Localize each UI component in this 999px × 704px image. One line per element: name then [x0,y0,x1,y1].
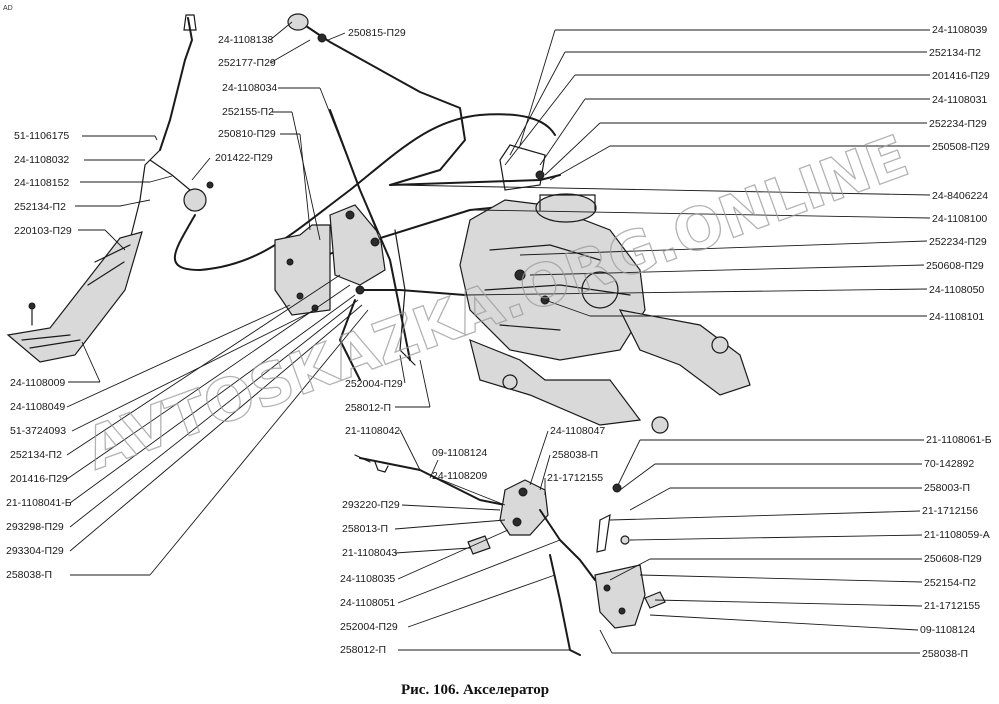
label-21-1108061-b: 21-1108061-Б [926,434,992,446]
label-24-1108100: 24-1108100 [932,213,987,225]
label-24-1108034: 24-1108034 [222,82,277,94]
label-250815-p29: 250815-П29 [348,27,406,39]
carburetor [459,144,751,434]
label-24-1108031: 24-1108031 [932,94,987,106]
label-70-142892: 70-142892 [924,458,974,470]
label-24-1108209: 24-1108209 [432,470,487,482]
label-21-1108043: 21-1108043 [342,547,397,559]
label-24-1108009: 24-1108009 [10,377,65,389]
label-24-1108101: 24-1108101 [929,311,984,323]
label-201416-p29-a: 201416-П29 [10,473,68,485]
label-293220-p29: 293220-П29 [342,499,400,511]
label-24-1108047: 24-1108047 [550,425,605,437]
watermark: AVTOSKAZKA.ORG.ONLINE [77,122,917,483]
corner-mark: AD [3,5,13,12]
label-252177-p29: 252177-П29 [218,57,276,69]
label-250810-p29: 250810-П29 [218,128,276,140]
label-252134-p2-b: 252134-П2 [10,449,62,461]
label-24-1108035: 24-1108035 [340,573,395,585]
label-51-1106175: 51-1106175 [14,130,69,142]
lower-linkage [354,454,666,656]
label-252154-p2: 252154-П2 [924,577,976,589]
label-258038-p-b: 258038-П [552,449,598,461]
leader-lines [66,21,931,654]
label-258013-p: 258013-П [342,523,388,535]
label-252134-p2-a: 252134-П2 [14,201,66,213]
label-293298-p29: 293298-П29 [6,521,64,533]
label-252155-p2: 252155-П2 [222,106,274,118]
pedal-assembly [6,14,214,363]
label-258038-p-a: 258038-П [6,569,52,581]
label-252234-p29-b: 252234-П29 [929,236,987,248]
label-09-1108124-b: 09-1108124 [920,624,975,636]
label-252234-p29-a: 252234-П29 [929,118,987,130]
label-24-1108152: 24-1108152 [14,177,69,189]
label-24-1108049: 24-1108049 [10,401,65,413]
label-24-1108032: 24-1108032 [14,154,69,166]
label-252004-p29-a: 252004-П29 [345,378,403,390]
label-258038-p-c: 258038-П [922,648,968,660]
label-24-1108138: 24-1108138 [218,34,273,46]
bracket-mechanism [274,204,416,366]
part-labels: 24-1108138 252177-П29 250815-П29 24-1108… [6,24,992,660]
label-24-1108051: 24-1108051 [340,597,395,609]
figure-caption: Рис. 106. Акселератор [401,682,549,698]
label-258012-p-b: 258012-П [340,644,386,656]
label-201416-p29-b: 201416-П29 [932,70,990,82]
label-250508-p29: 250508-П29 [932,141,990,153]
label-21-1712155-b: 21-1712155 [924,600,980,612]
label-21-1108042: 21-1108042 [345,425,400,437]
label-24-1108050: 24-1108050 [929,284,984,296]
label-293304-p29: 293304-П29 [6,545,64,557]
label-21-1108041-b: 21-1108041-Б [6,497,72,509]
label-21-1712155-a: 21-1712155 [547,472,603,484]
label-258003-p: 258003-П [924,482,970,494]
label-24-8406224: 24-8406224 [932,190,988,202]
label-21-1108059-a: 21-1108059-А [924,529,990,541]
label-220103-p29: 220103-П29 [14,225,72,237]
label-24-1108039: 24-1108039 [932,24,987,36]
label-51-3724093: 51-3724093 [10,425,66,437]
label-21-1712156: 21-1712156 [922,505,978,517]
label-250608-p29-a: 250608-П29 [926,260,984,272]
label-258012-p-a: 258012-П [345,402,391,414]
label-201422-p29: 201422-П29 [215,152,273,164]
label-09-1108124-a: 09-1108124 [432,447,487,459]
label-250608-p29-b: 250608-П29 [924,553,982,565]
label-252134-p2-c: 252134-П2 [929,47,981,59]
label-252004-p29-b: 252004-П29 [340,621,398,633]
